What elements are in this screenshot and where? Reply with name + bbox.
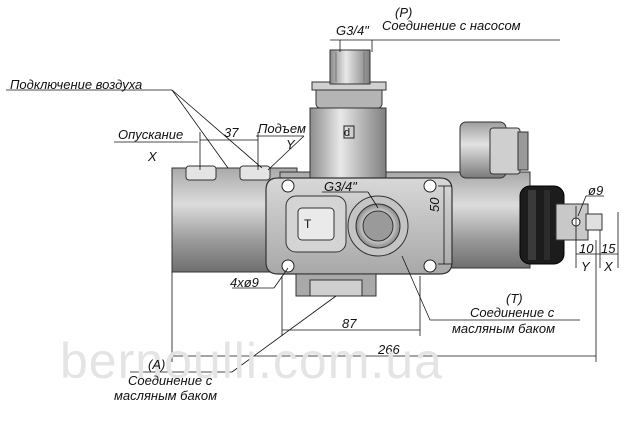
holes-label: 4xø9 — [230, 275, 259, 290]
mount-hole-icon — [281, 259, 295, 273]
mount-hole-icon — [423, 179, 437, 193]
bottom-spacing-dimension: 87 — [342, 316, 357, 331]
center-thread-label: G3/4" — [324, 179, 357, 194]
lowering-code: X — [148, 149, 157, 164]
air-spacing-dimension: 37 — [224, 125, 239, 140]
port-t-code: (T) — [506, 291, 523, 306]
right-hole-label: ø9 — [588, 183, 604, 198]
body-mark: d — [344, 127, 351, 139]
lowering-label: Опускание — [118, 127, 184, 142]
mount-hole-icon — [281, 179, 295, 193]
air-ports — [185, 165, 271, 181]
mount-hole-icon — [423, 259, 437, 273]
pump-port-housing — [309, 49, 387, 179]
port-p-thread: G3/4" — [336, 23, 369, 38]
center-height-dimension: 50 — [427, 197, 442, 212]
dimension-lines — [6, 39, 619, 373]
air-connection-label: Подключение воздуха — [10, 77, 143, 92]
right-x-label: X — [604, 259, 613, 274]
lever-mark: T — [304, 217, 312, 231]
bottom-port — [295, 273, 377, 297]
right-fitting — [459, 121, 529, 179]
port-t-desc-1: Соединение с — [470, 305, 555, 320]
right-offset-b: 15 — [601, 241, 616, 256]
port-p-description: Соединение с насосом — [382, 18, 521, 33]
front-flange — [265, 177, 453, 275]
port-t-desc-2: масляным баком — [452, 321, 555, 336]
port-a-desc-2: масляным баком — [114, 388, 217, 403]
right-y-label: Y — [581, 259, 590, 274]
lifting-code: Y — [286, 137, 295, 152]
watermark: bernoulli.com.ua — [60, 333, 443, 389]
port-p-code: (P) — [395, 5, 413, 20]
lifting-label: Подъем — [258, 121, 306, 136]
body-mark-box — [343, 125, 355, 139]
port-a-desc-1: Соединение с — [128, 373, 213, 388]
right-offset-a: 10 — [579, 241, 594, 256]
port-a-code: (A) — [148, 357, 166, 372]
overall-length-dimension: 266 — [378, 342, 400, 357]
pneumatic-actuator — [519, 185, 603, 265]
